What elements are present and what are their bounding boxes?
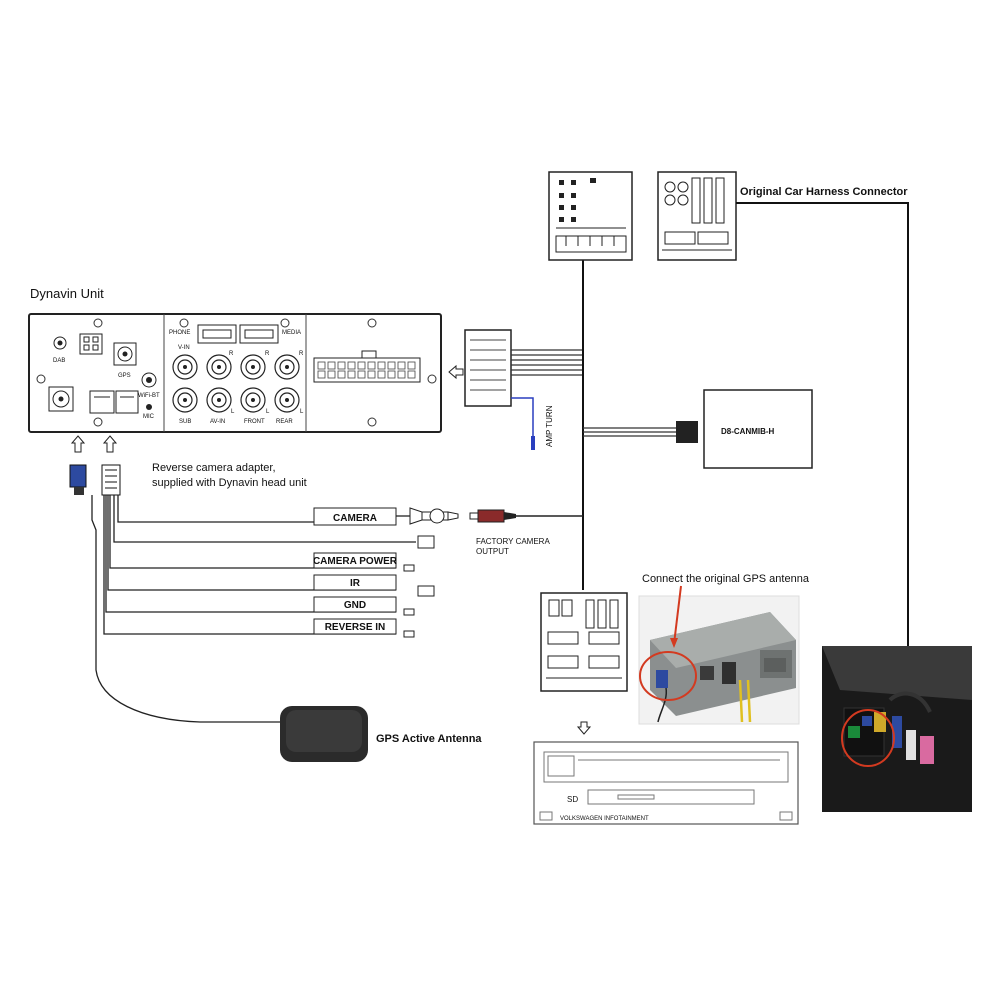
l-label-1: L — [231, 409, 235, 415]
car-harness-photo — [822, 646, 972, 812]
av-in-label: AV-IN — [210, 419, 225, 425]
gps-connection-photo — [638, 585, 800, 725]
camera-power-wire-label: CAMERA POWER — [313, 556, 398, 567]
amp-turn-label: AMP TURN — [545, 405, 554, 447]
dynavin-unit: DAB GPS WiFi-BT MIC PHONE MEDIA — [28, 313, 442, 433]
gps-label: GPS — [118, 373, 131, 379]
original-car-harness-connector — [657, 171, 737, 261]
factory-camera-line2: OUTPUT — [476, 547, 509, 556]
rear-label: REAR — [276, 419, 293, 425]
media-label: MEDIA — [282, 330, 301, 336]
adapter-note-line2: supplied with Dynavin head unit — [152, 477, 307, 489]
main-harness-plug — [464, 329, 512, 407]
ir-wire-label: IR — [350, 578, 361, 589]
original-harness-label: Original Car Harness Connector — [740, 186, 908, 198]
mic-label: MIC — [143, 414, 155, 420]
gnd-wire-label: GND — [344, 600, 366, 611]
sub-label: SUB — [179, 419, 191, 425]
oem-quadlock-connector — [540, 592, 628, 692]
r-label-3: R — [299, 351, 304, 357]
arrow-down-icon — [576, 721, 592, 735]
arrow-left-icon — [448, 364, 464, 380]
r-label-2: R — [265, 351, 270, 357]
canbus-box-label: D8-CANMIB-H — [721, 427, 775, 436]
arrow-up-icon — [102, 435, 118, 453]
gps-antenna-note: Connect the original GPS antenna — [642, 573, 810, 585]
wifi-bt-label: WiFi-BT — [138, 393, 160, 399]
adapter-note-line1: Reverse camera adapter, — [152, 462, 276, 474]
l-label-3: L — [300, 409, 304, 415]
v-in-label: V-IN — [178, 345, 190, 351]
gps-antenna-label: GPS Active Antenna — [376, 733, 482, 745]
r-label-1: R — [229, 351, 234, 357]
camera-wire-label: CAMERA — [333, 513, 377, 524]
reverse-in-wire-label: REVERSE IN — [325, 622, 386, 633]
l-label-2: L — [266, 409, 270, 415]
oem-name-label: VOLKSWAGEN INFOTAINMENT — [560, 816, 649, 822]
arrow-up-icon — [70, 435, 86, 453]
oem-sd-label: SD — [567, 795, 578, 804]
dab-label: DAB — [53, 358, 65, 364]
diagram-title: Dynavin Unit — [30, 286, 104, 301]
front-label: FRONT — [244, 419, 265, 425]
camera-wire-boxes — [313, 507, 397, 635]
phone-label: PHONE — [169, 330, 190, 336]
factory-camera-line1: FACTORY CAMERA — [476, 537, 550, 546]
gps-antenna-icon — [280, 706, 368, 762]
quadlock-connector-top — [548, 171, 633, 261]
oem-head-unit — [533, 741, 799, 825]
canbus-box — [703, 389, 813, 469]
gps-fakra-plug — [69, 464, 87, 488]
